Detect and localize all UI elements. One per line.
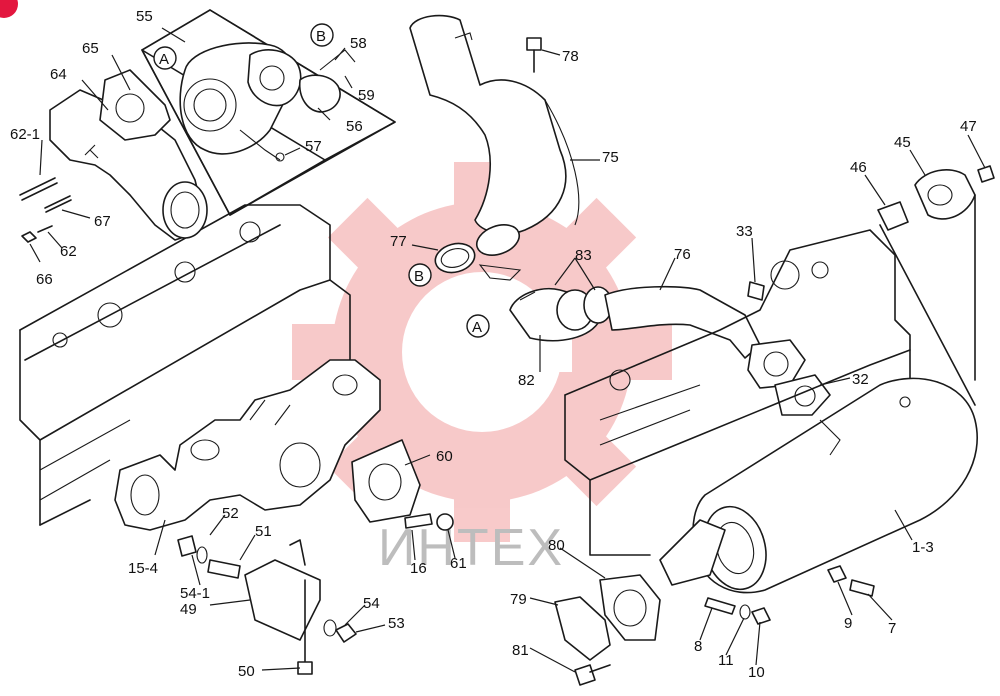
label-45: 45 [894, 134, 911, 151]
muffler-1-3 [659, 377, 978, 594]
intake-pipe-75 [409, 14, 580, 281]
gasket-60 [351, 439, 421, 523]
gasket-32 [774, 374, 831, 416]
flange-45 [877, 165, 995, 406]
label-67: 67 [94, 213, 111, 230]
nut-53 [335, 623, 357, 643]
nut-61 [436, 513, 454, 531]
label-75: 75 [602, 149, 619, 166]
label-50: 50 [238, 663, 255, 680]
washer-54 [323, 619, 337, 637]
nut-54-1 [177, 535, 197, 557]
valve-cover-right [564, 229, 911, 556]
pipe-76 [604, 285, 806, 389]
callout-a-top-text: A [159, 51, 169, 68]
label-77: 77 [390, 233, 407, 250]
callout-b-top [310, 23, 334, 47]
label-9: 9 [844, 615, 852, 632]
label-33: 33 [736, 223, 753, 240]
label-82: 82 [518, 372, 535, 389]
label-83: 83 [575, 247, 592, 264]
hose-82 [509, 286, 613, 342]
clamp-77 [434, 242, 476, 274]
label-49: 49 [180, 601, 197, 618]
stud-67 [44, 195, 72, 213]
bolt-47 [977, 165, 995, 183]
bolt-81 [574, 664, 596, 686]
exhaust-elbow [49, 69, 208, 241]
label-64: 64 [50, 66, 67, 83]
label-65: 65 [82, 40, 99, 57]
stud-62 [37, 225, 53, 233]
bolt-51 [207, 559, 241, 579]
label-11: 11 [718, 652, 734, 669]
label-53: 53 [388, 615, 405, 632]
label-57: 57 [305, 138, 322, 155]
bracket-49 [244, 559, 321, 641]
label-32: 32 [852, 371, 869, 388]
label-54-1: 54-1 [180, 585, 210, 602]
label-16: 16 [410, 560, 427, 577]
callout-b-mid [408, 263, 432, 287]
bolt-7 [849, 579, 875, 597]
bolt-8 [704, 597, 736, 615]
label-56: 56 [346, 118, 363, 135]
callout-a-mid-text: A [472, 319, 482, 336]
label-15-4: 15-4 [128, 560, 158, 577]
bolt-33 [747, 281, 765, 301]
label-80: 80 [548, 537, 565, 554]
label-61: 61 [450, 555, 467, 572]
label-79: 79 [510, 591, 527, 608]
label-55: 55 [136, 8, 153, 25]
label-51: 51 [255, 523, 272, 540]
watermark-text: ИНТЕХ [378, 519, 564, 577]
label-10: 10 [748, 664, 765, 681]
label-62: 62 [60, 243, 77, 260]
exhaust-manifold [114, 359, 381, 531]
callout-b-top-text: B [316, 28, 326, 45]
gasket-80 [599, 574, 661, 641]
label-81: 81 [512, 642, 529, 659]
label-59: 59 [358, 87, 375, 104]
label-1-3: 1-3 [912, 539, 934, 556]
label-46: 46 [850, 159, 867, 176]
label-8: 8 [694, 638, 702, 655]
stud-62-1 [19, 177, 58, 201]
label-76: 76 [674, 246, 691, 263]
bolt-50 [297, 661, 313, 675]
callout-a-mid [466, 314, 490, 338]
label-54: 54 [363, 595, 380, 612]
label-47: 47 [960, 118, 977, 135]
label-60: 60 [436, 448, 453, 465]
callout-a-top [153, 46, 177, 70]
label-66: 66 [36, 271, 53, 288]
corner-badge [0, 0, 18, 18]
label-52: 52 [222, 505, 239, 522]
cylinder-head-left [19, 204, 351, 526]
label-78: 78 [562, 48, 579, 65]
turbocharger [179, 42, 356, 162]
label-58: 58 [350, 35, 367, 52]
nut-10 [751, 607, 771, 625]
cover-79 [554, 596, 611, 661]
label-62-1: 62-1 [10, 126, 40, 143]
nut-9 [827, 565, 847, 583]
stud-16 [404, 513, 433, 529]
nut-66 [21, 231, 37, 243]
gasket-46 [877, 201, 909, 231]
callout-b-mid-text: B [414, 268, 424, 285]
bolt-78 [526, 37, 542, 51]
label-7: 7 [888, 620, 896, 637]
washer-11 [739, 604, 751, 620]
